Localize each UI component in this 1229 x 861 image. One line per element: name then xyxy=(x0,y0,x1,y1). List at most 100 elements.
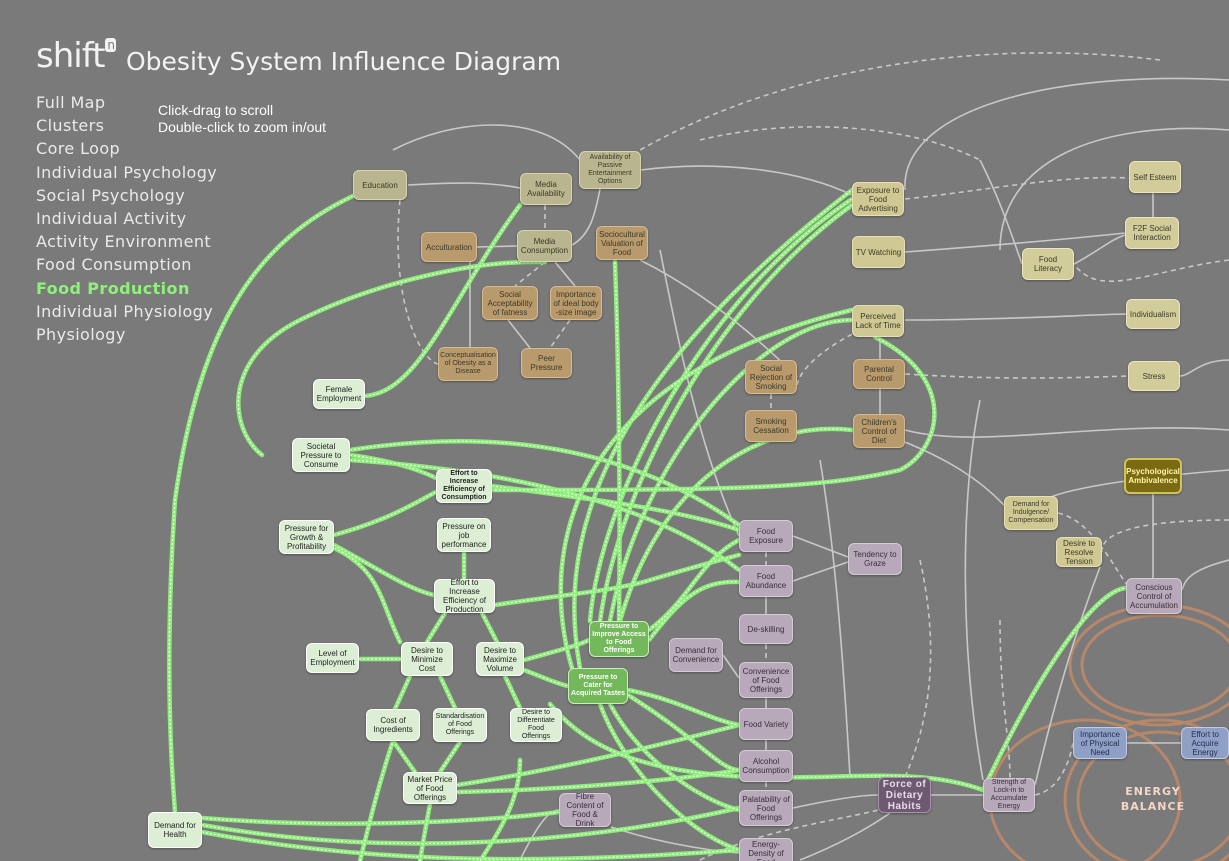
node-pressure-growth[interactable]: Pressure for Growth & Profitability xyxy=(279,520,334,554)
node-sociocultural-valuation[interactable]: Sociocultural Valuation of Food xyxy=(596,226,648,260)
node-cater-acquired-tastes[interactable]: Pressure to Cater for Acquired Tastes xyxy=(568,668,628,704)
green-edge-core xyxy=(982,587,1127,791)
node-demand-indulgence[interactable]: Demand for Indulgence/ Compensation xyxy=(1004,496,1058,530)
green-edge-core xyxy=(439,675,456,709)
menu-item-clusters[interactable]: Clusters xyxy=(36,116,105,136)
grey-edge xyxy=(1179,359,1229,377)
node-standardisation[interactable]: Standardisation of Food Offerings xyxy=(433,708,487,742)
node-individualism[interactable]: Individualism xyxy=(1126,299,1180,329)
node-energy-density[interactable]: Energy-Density of Food xyxy=(739,838,793,861)
node-desire-resolve-tension[interactable]: Desire to Resolve Tension xyxy=(1056,537,1102,567)
menu-item-core-loop[interactable]: Core Loop xyxy=(36,139,121,159)
node-female-employment[interactable]: Female Employment xyxy=(313,379,365,409)
node-education[interactable]: Education xyxy=(353,170,407,200)
node-deskilling[interactable]: De-skilling xyxy=(739,614,793,644)
node-food-abundance[interactable]: Food Abundance xyxy=(739,565,793,597)
node-perceived-lack-time[interactable]: Perceived Lack of Time xyxy=(852,305,904,337)
node-societal-pressure[interactable]: Societal Pressure to Consume xyxy=(292,438,350,472)
node-effort-acquire-energy[interactable]: Effort to Acquire Energy xyxy=(1181,727,1229,759)
grey-edge xyxy=(722,654,740,679)
node-smoking-cessation[interactable]: Smoking Cessation xyxy=(745,410,797,442)
node-force-dietary-habits[interactable]: Force of Dietary Habits xyxy=(878,777,931,813)
green-edge xyxy=(392,673,413,712)
green-edge-core xyxy=(359,740,394,861)
node-minimize-cost[interactable]: Desire to Minimize Cost xyxy=(401,642,453,676)
grey-edge xyxy=(571,188,601,246)
menu-item-individual-psychology[interactable]: Individual Psychology xyxy=(36,162,218,182)
node-f2f-social-interaction[interactable]: F2F Social Interaction xyxy=(1125,217,1179,249)
node-self-esteem[interactable]: Self Esteem xyxy=(1129,161,1181,193)
node-psychological-ambivalence[interactable]: Psychological Ambivalence xyxy=(1124,458,1182,494)
node-fibre-content[interactable]: Fibre Content of Food & Drink xyxy=(559,792,611,828)
node-market-price[interactable]: Market Price of Food Offerings xyxy=(403,772,457,804)
menu-item-food-consumption[interactable]: Food Consumption xyxy=(36,255,192,275)
grey-edge xyxy=(640,165,853,196)
menu-item-food-production[interactable]: Food Production xyxy=(36,278,190,298)
node-alcohol-consumption[interactable]: Alcohol Consumption xyxy=(739,750,793,782)
node-effort-efficiency-production[interactable]: Effort to Increase Efficiency of Product… xyxy=(434,578,495,614)
node-tendency-graze[interactable]: Tendency to Graze xyxy=(848,543,902,575)
green-edge xyxy=(617,426,855,624)
menu-item-full-map[interactable]: Full Map xyxy=(36,93,106,112)
node-demand-convenience[interactable]: Demand for Convenience xyxy=(669,638,723,672)
node-food-exposure[interactable]: Food Exposure xyxy=(739,520,793,552)
node-effort-efficiency-consumption[interactable]: Effort to Increase Efficiency of Consump… xyxy=(436,469,492,503)
node-tv-watching[interactable]: TV Watching xyxy=(852,236,905,268)
node-peer-pressure[interactable]: Peer Pressure xyxy=(521,348,572,378)
menu-item-physiology[interactable]: Physiology xyxy=(36,325,126,345)
node-obesity-as-disease[interactable]: Conceptualisation of Obesity as a Diseas… xyxy=(438,347,498,381)
green-edge xyxy=(331,545,403,645)
node-conscious-control[interactable]: Conscious Control of Accumulation xyxy=(1126,578,1182,614)
green-edge-core xyxy=(599,204,853,622)
menu-item-individual-physiology[interactable]: Individual Physiology xyxy=(36,301,214,321)
node-importance-physical-need[interactable]: Importance of Physical Need xyxy=(1073,727,1127,759)
grey-edge xyxy=(904,77,1229,191)
node-demand-health[interactable]: Demand for Health xyxy=(148,812,202,848)
node-childrens-control[interactable]: Children's Control of Diet xyxy=(853,414,905,448)
node-social-rejection-smoking[interactable]: Social Rejection of Smoking xyxy=(745,360,797,394)
node-improve-access[interactable]: Pressure to Improve Access to Food Offer… xyxy=(589,621,649,657)
node-passive-entertainment[interactable]: Availability of Passive Entertainment Op… xyxy=(579,151,641,189)
green-edge-core xyxy=(237,261,546,456)
green-edge xyxy=(331,489,439,538)
node-parental-control[interactable]: Parental Control xyxy=(853,359,905,389)
node-maximize-volume[interactable]: Desire to Maximize Volume xyxy=(476,642,524,676)
grey-edge xyxy=(1073,259,1229,283)
node-food-literacy[interactable]: Food Literacy xyxy=(1022,248,1074,280)
grey-edge xyxy=(1034,566,1101,786)
node-palatability[interactable]: Palatability of Food Offerings xyxy=(739,790,793,826)
green-edge-core xyxy=(560,309,853,669)
grey-edge xyxy=(964,399,984,781)
grey-edge xyxy=(659,249,740,537)
node-exposure-advertising[interactable]: Exposure to Food Advertising xyxy=(852,182,904,216)
grey-edge xyxy=(904,176,1130,200)
node-social-acceptability[interactable]: Social Acceptability of fatness xyxy=(482,286,538,320)
node-media-availability[interactable]: Media Availability xyxy=(520,173,572,205)
node-level-employment[interactable]: Level of Employment xyxy=(306,643,359,673)
menu-item-social-psychology[interactable]: Social Psychology xyxy=(36,185,186,205)
grey-edge xyxy=(392,124,581,161)
green-edge xyxy=(199,805,742,846)
green-edge-core xyxy=(419,803,431,861)
grey-edge xyxy=(507,319,531,349)
green-edge xyxy=(646,537,742,633)
node-ideal-body-image[interactable]: Importance of ideal body -size image xyxy=(550,286,602,320)
grey-edge xyxy=(792,794,879,809)
node-pressure-job[interactable]: Pressure on job performance xyxy=(437,518,491,552)
green-edge-core xyxy=(573,189,853,669)
node-cost-ingredients[interactable]: Cost of Ingredients xyxy=(366,709,420,741)
menu-item-activity-environment[interactable]: Activity Environment xyxy=(36,232,212,252)
node-stress[interactable]: Stress xyxy=(1128,361,1180,391)
node-food-variety[interactable]: Food Variety xyxy=(739,708,793,740)
grey-edge xyxy=(792,561,849,582)
node-media-consumption[interactable]: Media Consumption xyxy=(517,230,572,262)
menu-item-individual-activity[interactable]: Individual Activity xyxy=(36,209,187,229)
node-convenience-offerings[interactable]: Convenience of Food Offerings xyxy=(739,662,793,698)
node-differentiate-offerings[interactable]: Desire to Differentiate Food Offerings xyxy=(510,708,562,742)
node-acculturation[interactable]: Acculturation xyxy=(421,232,477,262)
grey-edge xyxy=(554,261,576,287)
node-strength-lockin[interactable]: Strength of Lock-in to Accumulate Energy xyxy=(983,778,1035,812)
